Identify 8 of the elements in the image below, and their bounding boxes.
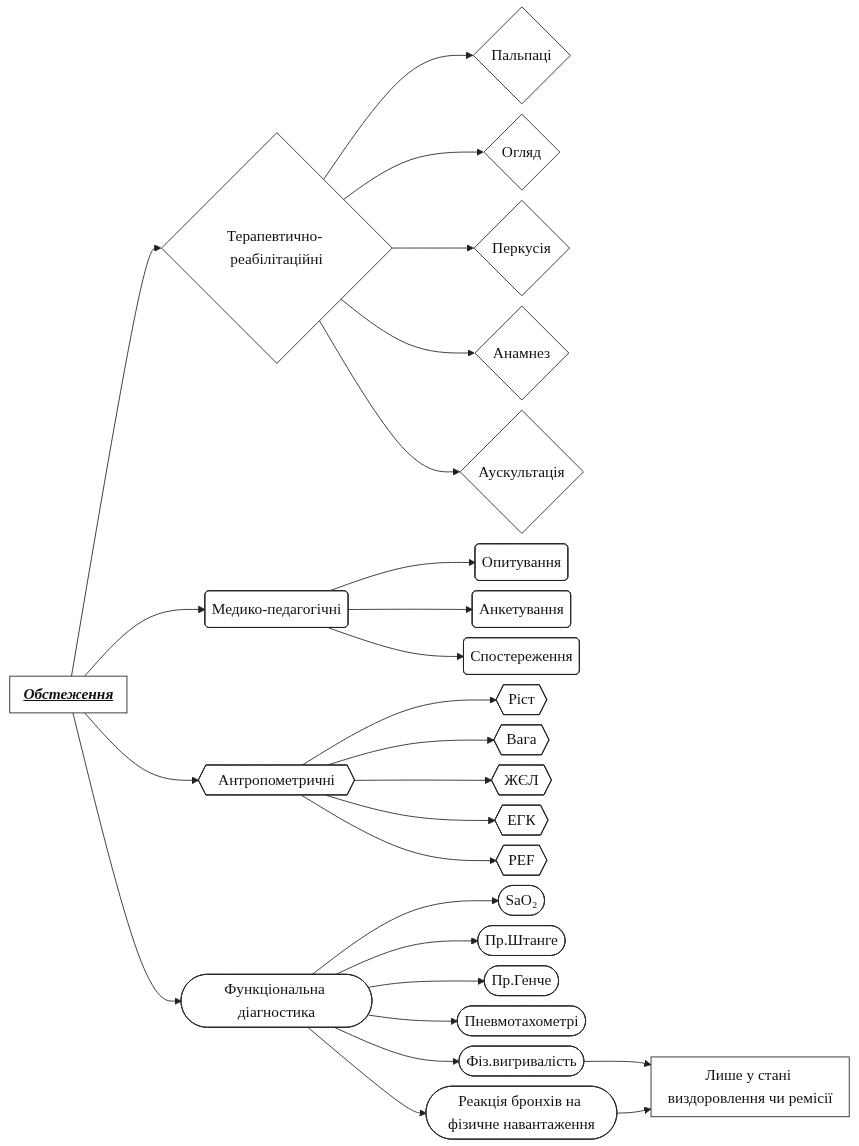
node-box: Лише у стані виздоровлення чи ремісії [650, 1056, 850, 1118]
node-diamond: Анамнез [474, 305, 570, 401]
node-diamond: Терапевтично- реабілітаційні [161, 132, 393, 364]
node-diamond: Аускультація [459, 409, 584, 534]
node-box: Обстеження [9, 675, 128, 714]
node-diamond: Огляд [483, 113, 561, 191]
node-diamond: Пальпаці [472, 6, 571, 105]
node-diamond: Перкусія [473, 199, 570, 297]
